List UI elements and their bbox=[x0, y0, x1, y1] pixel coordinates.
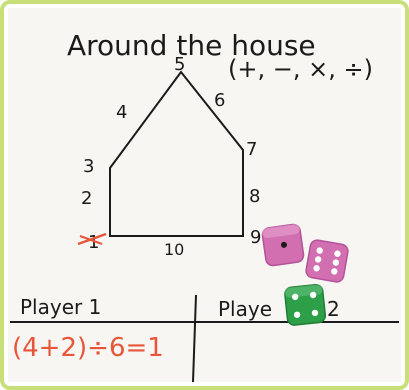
number-8: 8 bbox=[249, 186, 260, 207]
pink-die-1 bbox=[261, 223, 305, 267]
player-2-label-right: 2 bbox=[327, 297, 340, 321]
house-outline bbox=[109, 70, 244, 237]
player-1-equation: (4+2)÷6=1 bbox=[12, 333, 164, 363]
number-10: 10 bbox=[164, 240, 184, 259]
operations-text: (+, −, ×, ÷) bbox=[228, 55, 373, 83]
number-2: 2 bbox=[81, 188, 92, 209]
number-9: 9 bbox=[250, 227, 261, 248]
score-grid-vertical bbox=[192, 294, 197, 383]
green-die bbox=[284, 283, 327, 326]
number-4: 4 bbox=[116, 102, 127, 123]
player-1-label: Player 1 bbox=[20, 295, 101, 319]
number-1-strike-2 bbox=[79, 235, 103, 245]
paper-sheet bbox=[8, 8, 401, 382]
number-3: 3 bbox=[83, 156, 94, 177]
player-2-label-left: Playe bbox=[218, 297, 272, 321]
title-text: Around the house bbox=[67, 29, 316, 62]
number-5: 5 bbox=[174, 54, 185, 75]
number-7: 7 bbox=[246, 139, 257, 160]
number-1-strike bbox=[77, 232, 107, 246]
number-6: 6 bbox=[214, 90, 225, 111]
pink-die-2 bbox=[305, 239, 349, 283]
number-1: 1 bbox=[88, 232, 99, 253]
